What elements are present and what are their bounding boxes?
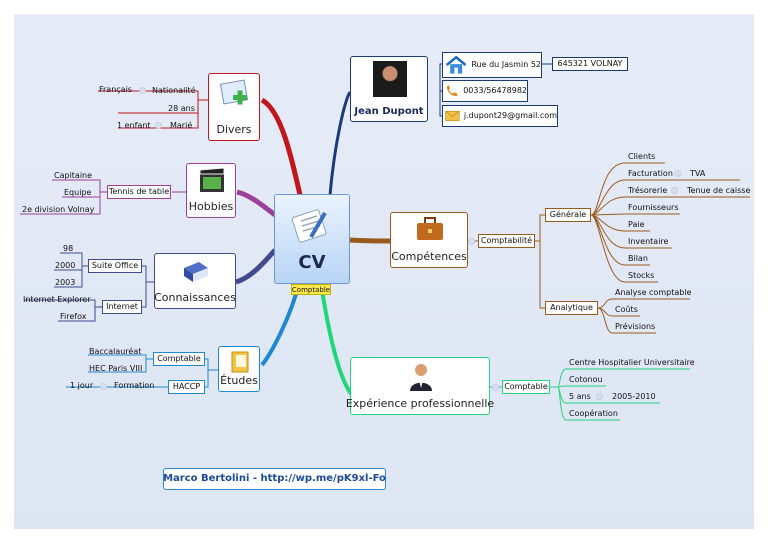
etudes-haccp[interactable]: HACCP xyxy=(168,380,205,394)
connaissances-firefox: Firefox xyxy=(60,312,87,321)
experience-cotonou: Cotonou xyxy=(569,375,603,384)
connaissances-ie: Internet Explorer xyxy=(23,295,91,304)
books-icon xyxy=(184,262,208,282)
competences-generale[interactable]: Générale xyxy=(545,208,591,222)
person-phone[interactable]: 0033/56478982 xyxy=(442,80,528,102)
experience-dot xyxy=(596,393,603,400)
person-node[interactable]: Jean Dupont xyxy=(350,56,428,122)
divers-label: Divers xyxy=(216,123,252,136)
phone-text: 0033/56478982 xyxy=(463,86,527,95)
divers-francais: Français xyxy=(99,85,132,94)
person-email[interactable]: j.dupont29@gmail.com xyxy=(442,105,558,127)
competences-bilan: Bilan xyxy=(628,254,648,263)
competences-stocks: Stocks xyxy=(628,271,655,280)
etudes-dot xyxy=(100,383,107,390)
divers-age: 28 ans xyxy=(168,104,195,113)
experience-dot xyxy=(492,384,499,391)
center-title: CV xyxy=(298,252,326,273)
etudes-formation: Formation xyxy=(114,381,155,390)
folder-document-icon xyxy=(231,351,249,373)
competences-dot xyxy=(674,170,681,177)
etudes-bac: Baccalauréat xyxy=(89,347,142,356)
person-address[interactable]: Rue du Jasmin 52 xyxy=(442,52,542,78)
experience-node[interactable]: Expérience professionnelle xyxy=(346,357,494,415)
competences-node[interactable]: Compétences xyxy=(390,212,468,268)
competences-analyse: Analyse comptable xyxy=(615,288,692,297)
email-text: j.dupont29@gmail.com xyxy=(463,111,557,120)
etudes-duree: 1 jour xyxy=(70,381,94,390)
divers-node[interactable]: Divers xyxy=(208,73,260,141)
connaissances-2003: 2003 xyxy=(55,278,76,287)
experience-comptable[interactable]: Comptable xyxy=(502,380,550,394)
connaissances-label: Connaissances xyxy=(154,291,236,304)
experience-cooperation: Coopération xyxy=(569,409,618,418)
checklist-plus-icon xyxy=(219,79,249,105)
person-city[interactable]: 645321 VOLNAY xyxy=(552,57,628,71)
businessman-icon xyxy=(410,364,432,391)
competences-dot xyxy=(468,238,475,245)
competences-tresorerie: Trésorerie xyxy=(628,186,668,195)
phone-icon xyxy=(446,85,458,97)
etudes-node[interactable]: Études xyxy=(218,346,260,392)
hobbies-node[interactable]: Hobbies xyxy=(186,163,236,218)
experience-years: 2005-2010 xyxy=(612,392,656,401)
competences-facturation: Facturation xyxy=(628,169,673,178)
experience-label: Expérience professionnelle xyxy=(345,397,495,410)
etudes-label: Études xyxy=(220,374,258,387)
competences-label: Compétences xyxy=(391,250,467,263)
connaissances-98: 98 xyxy=(63,244,74,253)
competences-caisse: Tenue de caisse xyxy=(687,186,751,195)
divers-dot xyxy=(155,122,162,129)
film-clapper-icon xyxy=(199,168,225,192)
connaissances-internet[interactable]: Internet xyxy=(102,300,142,314)
center-badge: Comptable xyxy=(291,284,331,295)
divers-marie: Marié xyxy=(170,121,193,130)
hobbies-division: 2e division Volnay xyxy=(22,205,95,214)
hobbies-tennis[interactable]: Tennis de table xyxy=(107,185,171,199)
connaissances-node[interactable]: Connaissances xyxy=(154,253,236,309)
experience-chu: Centre Hospitalier Universitaire xyxy=(569,358,695,367)
center-node-cv[interactable]: CV xyxy=(274,194,350,284)
person-photo xyxy=(373,61,407,97)
divers-enfant: 1 enfant xyxy=(117,121,151,130)
competences-comptabilite[interactable]: Comptabilité xyxy=(478,234,535,248)
hobbies-label: Hobbies xyxy=(188,200,234,213)
hobbies-capitaine: Capitaine xyxy=(54,171,93,180)
divers-dot xyxy=(139,87,146,94)
competences-clients: Clients xyxy=(628,152,656,161)
person-name: Jean Dupont xyxy=(354,106,424,117)
competences-dot xyxy=(671,187,678,194)
address-text: Rue du Jasmin 52 xyxy=(471,60,541,69)
experience-duree: 5 ans xyxy=(569,392,591,401)
house-icon xyxy=(445,55,467,74)
connaissances-2000: 2000 xyxy=(55,261,76,270)
hobbies-equipe: Equipe xyxy=(64,188,92,197)
competences-fournisseurs: Fournisseurs xyxy=(628,203,679,212)
competences-previsions: Prévisions xyxy=(615,322,656,331)
divers-nationalite: Nationalité xyxy=(152,86,196,95)
etudes-comptable[interactable]: Comptable xyxy=(153,352,205,366)
etudes-hec: HEC Paris VIII xyxy=(89,364,143,373)
competences-couts: Coûts xyxy=(615,305,638,314)
briefcase-icon xyxy=(417,217,443,240)
competences-paie: Paie xyxy=(628,220,645,229)
competences-tva: TVA xyxy=(690,169,706,178)
competences-analytique[interactable]: Analytique xyxy=(545,301,598,315)
competences-inventaire: Inventaire xyxy=(628,237,669,246)
notepad-pencil-icon xyxy=(291,209,327,243)
mail-icon xyxy=(445,110,460,122)
connaissances-suite[interactable]: Suite Office xyxy=(88,259,142,273)
credit-link[interactable]: Marco Bertolini - http://wp.me/pK9xl-Fo xyxy=(163,468,386,490)
